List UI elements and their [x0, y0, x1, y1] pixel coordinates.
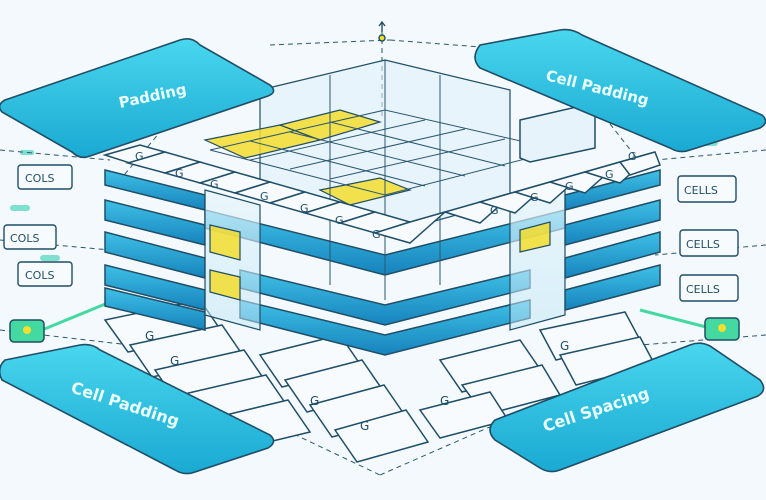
rim-cells	[102, 144, 661, 244]
svg-text:G: G	[335, 214, 344, 227]
banner-top-right: Cell Padding	[474, 28, 766, 153]
svg-text:G: G	[565, 180, 574, 193]
svg-text:G: G	[628, 150, 637, 163]
left-layer-stack	[104, 169, 206, 331]
tag-right-2-label: CELLS	[686, 238, 720, 251]
svg-text:G: G	[490, 204, 499, 217]
top-grid-lines	[209, 60, 561, 300]
tag-left-1-label: COLS	[25, 172, 54, 185]
rim-glyphs: G G G G G G G G G G G G	[135, 150, 637, 241]
svg-text:G: G	[210, 178, 219, 191]
side-tray	[519, 104, 596, 163]
banner-bottom-left: Cell Padding	[0, 343, 275, 475]
svg-text:G: G	[360, 419, 369, 433]
yellow-highlights	[203, 109, 551, 301]
tag-left-3: COLS	[17, 261, 73, 287]
svg-text:G: G	[170, 354, 179, 368]
svg-text:G: G	[300, 202, 309, 215]
tag-left-2: COLS	[3, 224, 57, 250]
svg-text:G: G	[530, 191, 539, 204]
tag-left-3-label: COLS	[25, 269, 54, 282]
svg-text:G: G	[560, 339, 569, 353]
svg-text:G: G	[145, 329, 154, 343]
svg-text:G: G	[175, 167, 184, 180]
tag-right-1-label: CELLS	[684, 184, 718, 197]
svg-text:G: G	[310, 394, 319, 408]
right-connector	[639, 308, 740, 341]
tag-right-1: CELLS	[677, 175, 737, 203]
tag-right-2: CELLS	[679, 229, 739, 257]
left-connector	[9, 298, 116, 343]
banner-top-left: Padding	[0, 38, 275, 159]
tag-left-2-label: COLS	[10, 232, 39, 245]
svg-text:G: G	[372, 228, 381, 241]
double-arrow-vertical-icon	[378, 20, 386, 42]
tag-right-3-label: CELLS	[686, 283, 720, 296]
svg-text:G: G	[440, 394, 449, 408]
svg-text:G: G	[605, 168, 614, 181]
tag-left-1: COLS	[17, 164, 73, 190]
tag-right-3: CELLS	[679, 274, 739, 302]
svg-text:G: G	[135, 150, 144, 163]
svg-text:G: G	[260, 190, 269, 203]
right-layer-stack	[564, 169, 661, 311]
floor-glyphs: G G G G G G	[145, 329, 569, 433]
